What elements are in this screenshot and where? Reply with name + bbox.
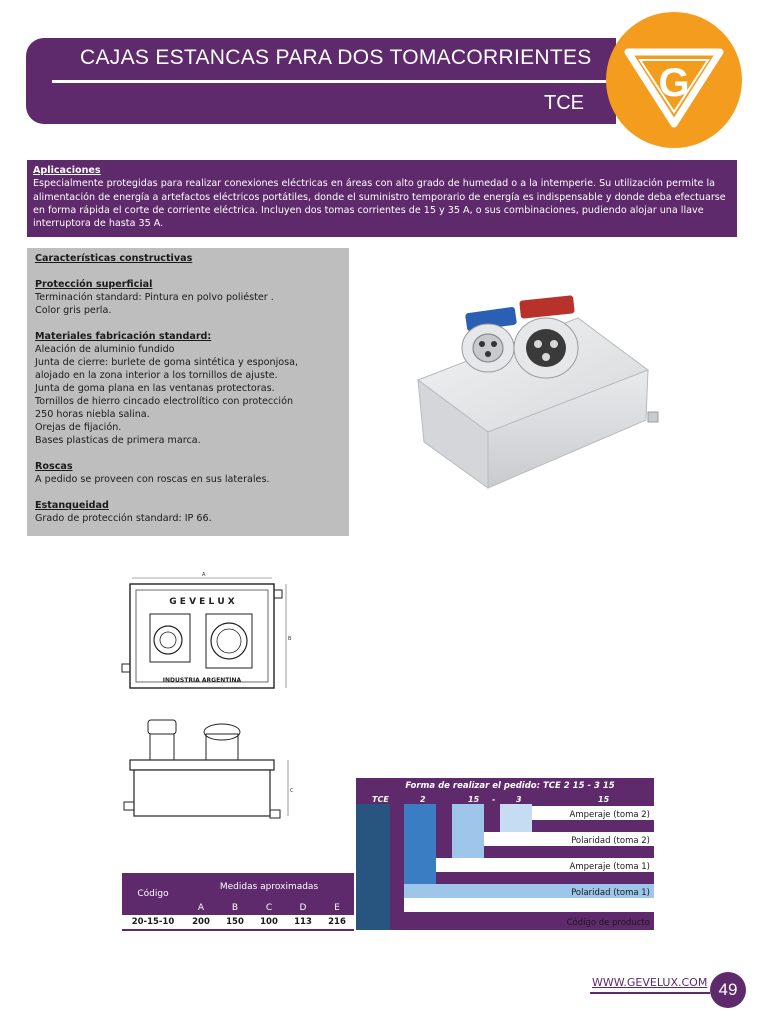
token-polaridad-1: 3 (516, 795, 522, 804)
medidas-header: Medidas aproximadas (184, 873, 354, 901)
page-number: 49 (710, 972, 746, 1008)
token-dash: - (492, 795, 495, 804)
section-line: 250 horas niebla salina. (35, 409, 150, 420)
col-a-header: A (184, 901, 218, 915)
caracteristicas-heading: Características constructivas (35, 253, 193, 264)
row-value-c: 100 (252, 915, 286, 931)
token-tce: TCE (372, 795, 389, 804)
section-line: Aleación de aluminio fundido (35, 344, 175, 355)
section-line: alojado en la zona interior a los tornil… (35, 370, 278, 381)
section-title: Estanqueidad (35, 500, 109, 511)
logo-emblem-icon: G (624, 48, 724, 128)
dim-b-label: B (288, 636, 292, 642)
col-e-header: E (320, 901, 354, 915)
row-value-a: 200 (184, 915, 218, 931)
section-line: Color gris perla. (35, 305, 112, 316)
header-divider (52, 80, 608, 83)
aplicaciones-line: alimentación de energía a artefactos elé… (33, 191, 726, 203)
socket-left-side-icon (147, 719, 177, 761)
drawing-brand: G E V E L U X (169, 597, 234, 607)
blue-socket-icon (461, 306, 517, 373)
product-photo (398, 290, 688, 490)
front-view-drawing: A B G E V E L U X INDUSTRIA ARGENTINA (110, 570, 310, 695)
row-codigo: 20-15-10 (122, 915, 184, 931)
aplicaciones-box: Aplicaciones Especialmente protegidas pa… (27, 160, 737, 237)
medidas-table: Código Medidas aproximadas A B C D E 20-… (122, 873, 354, 931)
side-view-drawing: C (110, 710, 310, 830)
product-code: TCE (544, 92, 584, 114)
dim-a-label: A (202, 572, 206, 578)
col-c-header: C (252, 901, 286, 915)
logo-letter: G (658, 61, 689, 105)
token-polaridad-2: 2 (420, 795, 426, 804)
table-row: 20-15-10 200 150 100 113 216 (122, 915, 354, 931)
row-value-d: 113 (286, 915, 320, 931)
label-polaridad-2: Polaridad (toma 2) (571, 836, 650, 846)
token-amperaje-1: 15 (598, 795, 610, 804)
label-polaridad-1: Polaridad (toma 1) (571, 888, 650, 898)
socket-right-icon (205, 613, 253, 669)
section-line: A pedido se proveen con roscas en sus la… (35, 474, 270, 485)
label-codigo-producto: Código de producto (567, 917, 650, 928)
section-title: Materiales fabricación standard: (35, 331, 212, 342)
aplicaciones-heading: Aplicaciones (33, 165, 101, 176)
token-amperaje-2: 15 (468, 795, 480, 804)
section-line: Orejas de fijación. (35, 422, 122, 433)
section-title: Protección superficial (35, 279, 153, 290)
red-socket-icon (513, 295, 579, 379)
section-title: Roscas (35, 461, 73, 472)
col-b-header: B (218, 901, 252, 915)
codigo-header: Código (122, 873, 184, 915)
section-line: Bases plasticas de primera marca. (35, 435, 201, 446)
aplicaciones-line: interruptora de hasta 35 A. (33, 218, 164, 230)
socket-left-icon (149, 613, 191, 663)
section-line: Tornillos de hierro cincado electrolític… (35, 396, 294, 407)
pedido-title: Forma de realizar el pedido: TCE 2 15 - … (405, 781, 614, 791)
footer-divider (590, 992, 710, 994)
dim-c-label: C (290, 788, 294, 794)
label-amperaje-1: Amperaje (toma 1) (570, 862, 650, 872)
pedido-diagram: Forma de realizar el pedido: TCE 2 15 - … (356, 778, 654, 930)
gevelux-logo: G (606, 12, 742, 148)
section-line: Grado de protección standard: IP 66. (35, 513, 212, 524)
section-line: Junta de goma plana en las ventanas prot… (35, 383, 275, 394)
socket-right-side-icon (203, 723, 241, 761)
website-link[interactable]: WWW.GEVELUX.COM (592, 976, 708, 989)
col-d-header: D (286, 901, 320, 915)
aplicaciones-line: Especialmente protegidas para realizar c… (33, 178, 716, 190)
drawing-maker: INDUSTRIA ARGENTINA (163, 677, 242, 684)
section-line: Terminación standard: Pintura en polvo p… (35, 292, 274, 303)
page-title: CAJAS ESTANCAS PARA DOS TOMACORRIENTES (80, 46, 592, 69)
caracteristicas-box: Características constructivas Protección… (27, 248, 349, 536)
label-amperaje-2: Amperaje (toma 2) (570, 810, 650, 820)
section-line: Junta de cierre: burlete de goma sintéti… (35, 357, 299, 368)
row-value-b: 150 (218, 915, 252, 931)
aplicaciones-line: en forma rápida el corte de corriente el… (33, 204, 704, 216)
row-value-e: 216 (320, 915, 354, 931)
